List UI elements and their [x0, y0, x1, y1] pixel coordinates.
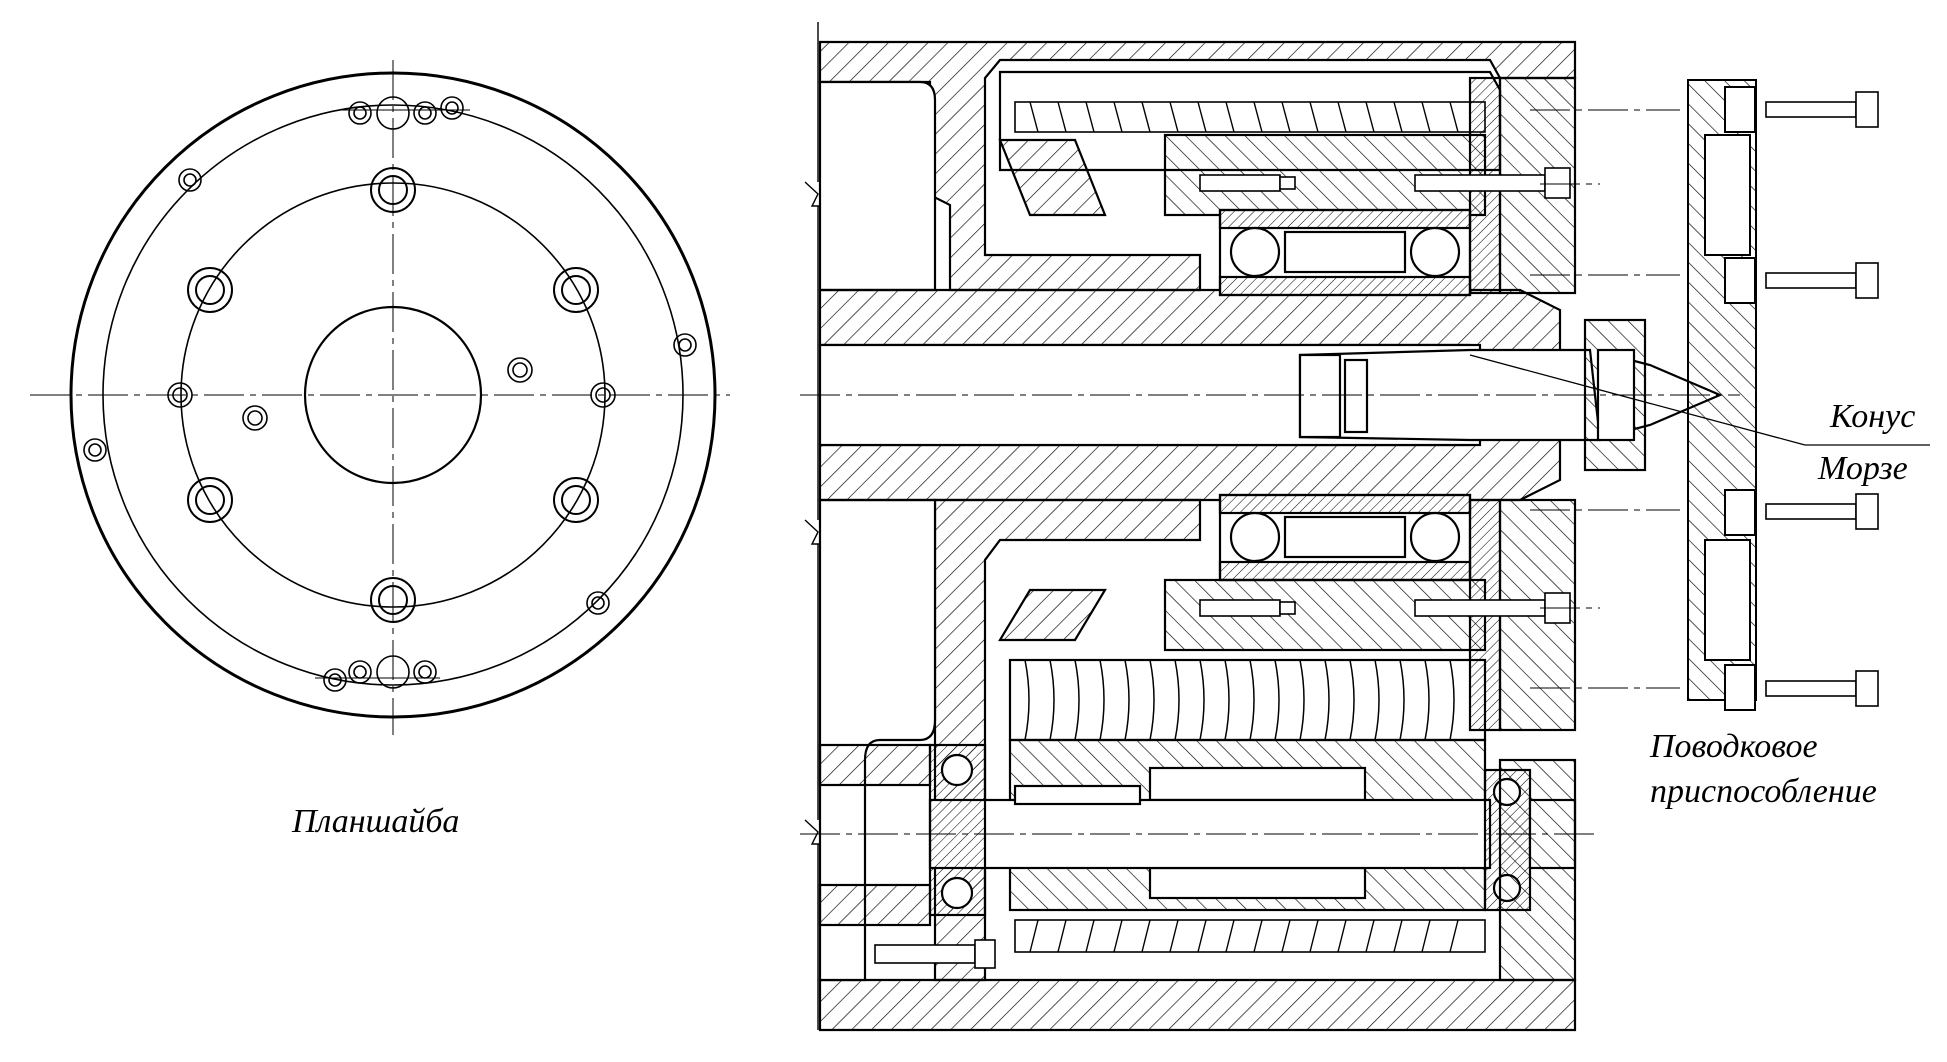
cone-label-line2: Морзе [1818, 450, 1908, 487]
bearing-bottom-race [1218, 493, 1472, 515]
faceplate-bottom-cluster [315, 655, 440, 692]
end-cover-lower [1498, 758, 1577, 982]
fixture-bolt-heads [1724, 86, 1756, 711]
bearing-spacer-bottom [1283, 515, 1407, 559]
section-screws [874, 167, 1571, 969]
worm-hub-keyway-bottom [1148, 866, 1367, 900]
cone-leader [1469, 354, 1930, 446]
bearing-top-race-b [1218, 275, 1472, 297]
arbor-collar [1298, 353, 1342, 439]
faceplate-top-cluster [340, 96, 470, 130]
bearing-ball-top-left [1229, 226, 1281, 278]
worm-shaft-threaded [1008, 658, 1487, 742]
faceplate-small-holes [83, 168, 697, 615]
driving-fixture [1687, 79, 1879, 711]
driver-label-line2: приспособление [1650, 773, 1877, 810]
headstock-section [800, 22, 1740, 1032]
faceplate-large-holes [187, 167, 599, 623]
bearing-top-race [1218, 208, 1472, 230]
fixture-pocket-bottom [1704, 539, 1751, 661]
driver-label-line1: Поводковое [1650, 728, 1818, 765]
bearing-ball-top-right [1409, 226, 1461, 278]
bearing-ball-bottom-left [1229, 511, 1281, 563]
sleeve-top [998, 138, 1107, 217]
break-lines [804, 22, 822, 1030]
worm-teeth-top-marks [1029, 101, 1459, 133]
worm-gear-teeth-top [1014, 101, 1486, 133]
bearing-spacer-top [1283, 230, 1407, 274]
worm-bearing-left-ball-top [940, 753, 974, 787]
fixture-bolts [1765, 91, 1879, 707]
worm-teeth-bottom-marks [1029, 919, 1459, 953]
worm-hub-keyway-top [1148, 766, 1367, 802]
worm-bearing-left-ball-bottom [940, 876, 974, 910]
sleeve-bottom [998, 588, 1107, 642]
worm-gear-teeth-bottom [1014, 919, 1486, 953]
bearing-bottom-race-b [1218, 560, 1472, 582]
fixture-pocket-top [1704, 134, 1751, 256]
section-centerlines [800, 109, 1740, 835]
cone-label-line1: Конус [1830, 398, 1916, 435]
arbor-groove [1343, 358, 1369, 434]
worm-drive-key [1013, 784, 1142, 806]
faceplate-label: Планшайба [292, 803, 460, 840]
faceplate-view [30, 60, 730, 735]
drive-housing-left [818, 743, 932, 787]
worm-shaft-thread [1024, 659, 1455, 741]
housing-top-cavity [818, 80, 937, 292]
bearing-ball-bottom-right [1409, 511, 1461, 563]
drive-housing-left-b [818, 883, 932, 927]
housing-bottom [818, 978, 1577, 1032]
